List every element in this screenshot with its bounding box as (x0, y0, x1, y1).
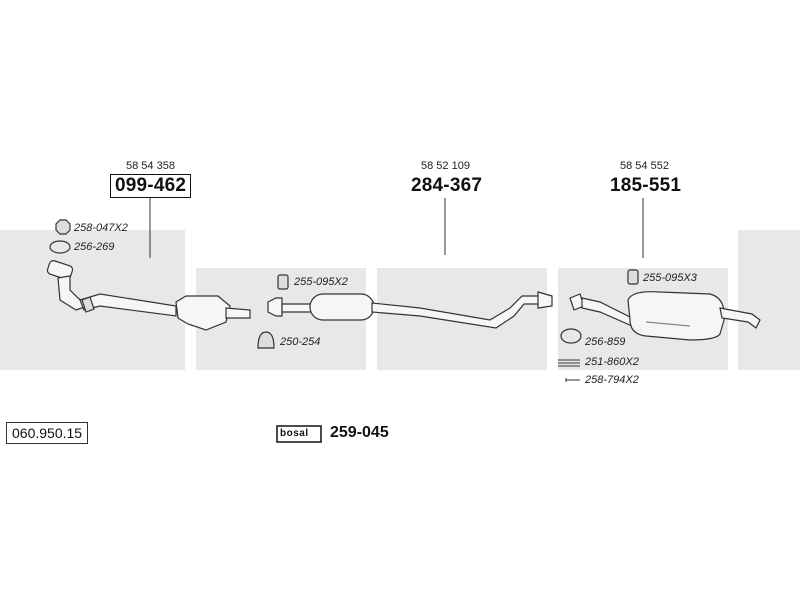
bosal-logo-badge (276, 425, 322, 443)
rubber-hanger-icon (257, 331, 275, 349)
nut-icon (55, 219, 71, 235)
bosal-logo-text: bosal (280, 428, 309, 439)
accessory-label[interactable]: 258-047X2 (74, 222, 128, 234)
accessory-label[interactable]: 256-269 (74, 241, 115, 253)
accessory-label[interactable]: 255-095X3 (643, 272, 697, 284)
accessory-label[interactable]: 251-860X2 (585, 356, 639, 368)
part-number-middle[interactable]: 284-367 (411, 175, 483, 196)
oe-number-middle: 58 52 109 (421, 160, 470, 172)
part-number-rear[interactable]: 185-551 (610, 175, 682, 196)
accessory-label[interactable]: 250-254 (280, 336, 321, 348)
middle-pipe-muffler (267, 291, 553, 329)
diagram-code: 060.950.15 (6, 422, 89, 444)
oe-number-front: 58 54 358 (126, 160, 175, 172)
gasket-ring-icon (560, 328, 582, 344)
front-pipe-catalyst (46, 260, 251, 331)
rear-pipe-silencer (569, 291, 761, 341)
clamp-icon (277, 274, 289, 290)
kit-number[interactable]: 259-045 (330, 424, 389, 441)
part-number-front[interactable]: 099-462 (110, 174, 192, 198)
accessory-label[interactable]: 256-859 (585, 336, 626, 348)
gasket-ring-icon (49, 240, 71, 254)
accessory-label[interactable]: 258-794X2 (585, 374, 639, 386)
clamp-icon (627, 269, 639, 285)
bolt-icon (565, 378, 580, 382)
oe-number-rear: 58 54 552 (620, 160, 669, 172)
accessory-label[interactable]: 255-095X2 (294, 276, 348, 288)
spring-icon (558, 359, 580, 367)
